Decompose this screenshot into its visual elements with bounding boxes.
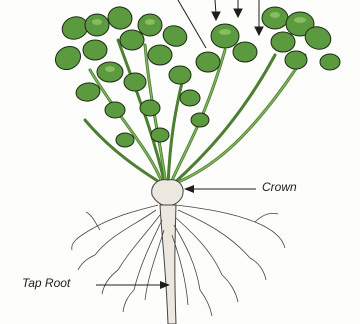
crown-label: Crown: [262, 180, 297, 194]
pointer-arrowhead-2: [212, 12, 220, 20]
crown: [152, 180, 183, 206]
pointer-arrowhead-3: [234, 9, 242, 17]
crown-pointer: [184, 185, 256, 193]
tap-root-pointer: [96, 281, 170, 289]
lateral-roots: [72, 205, 285, 316]
tap-root: [160, 205, 176, 324]
pointer-arrowhead-4: [255, 27, 263, 35]
leaf-cluster-left: [51, 4, 209, 147]
tap-root-label: Tap Root: [22, 276, 70, 290]
